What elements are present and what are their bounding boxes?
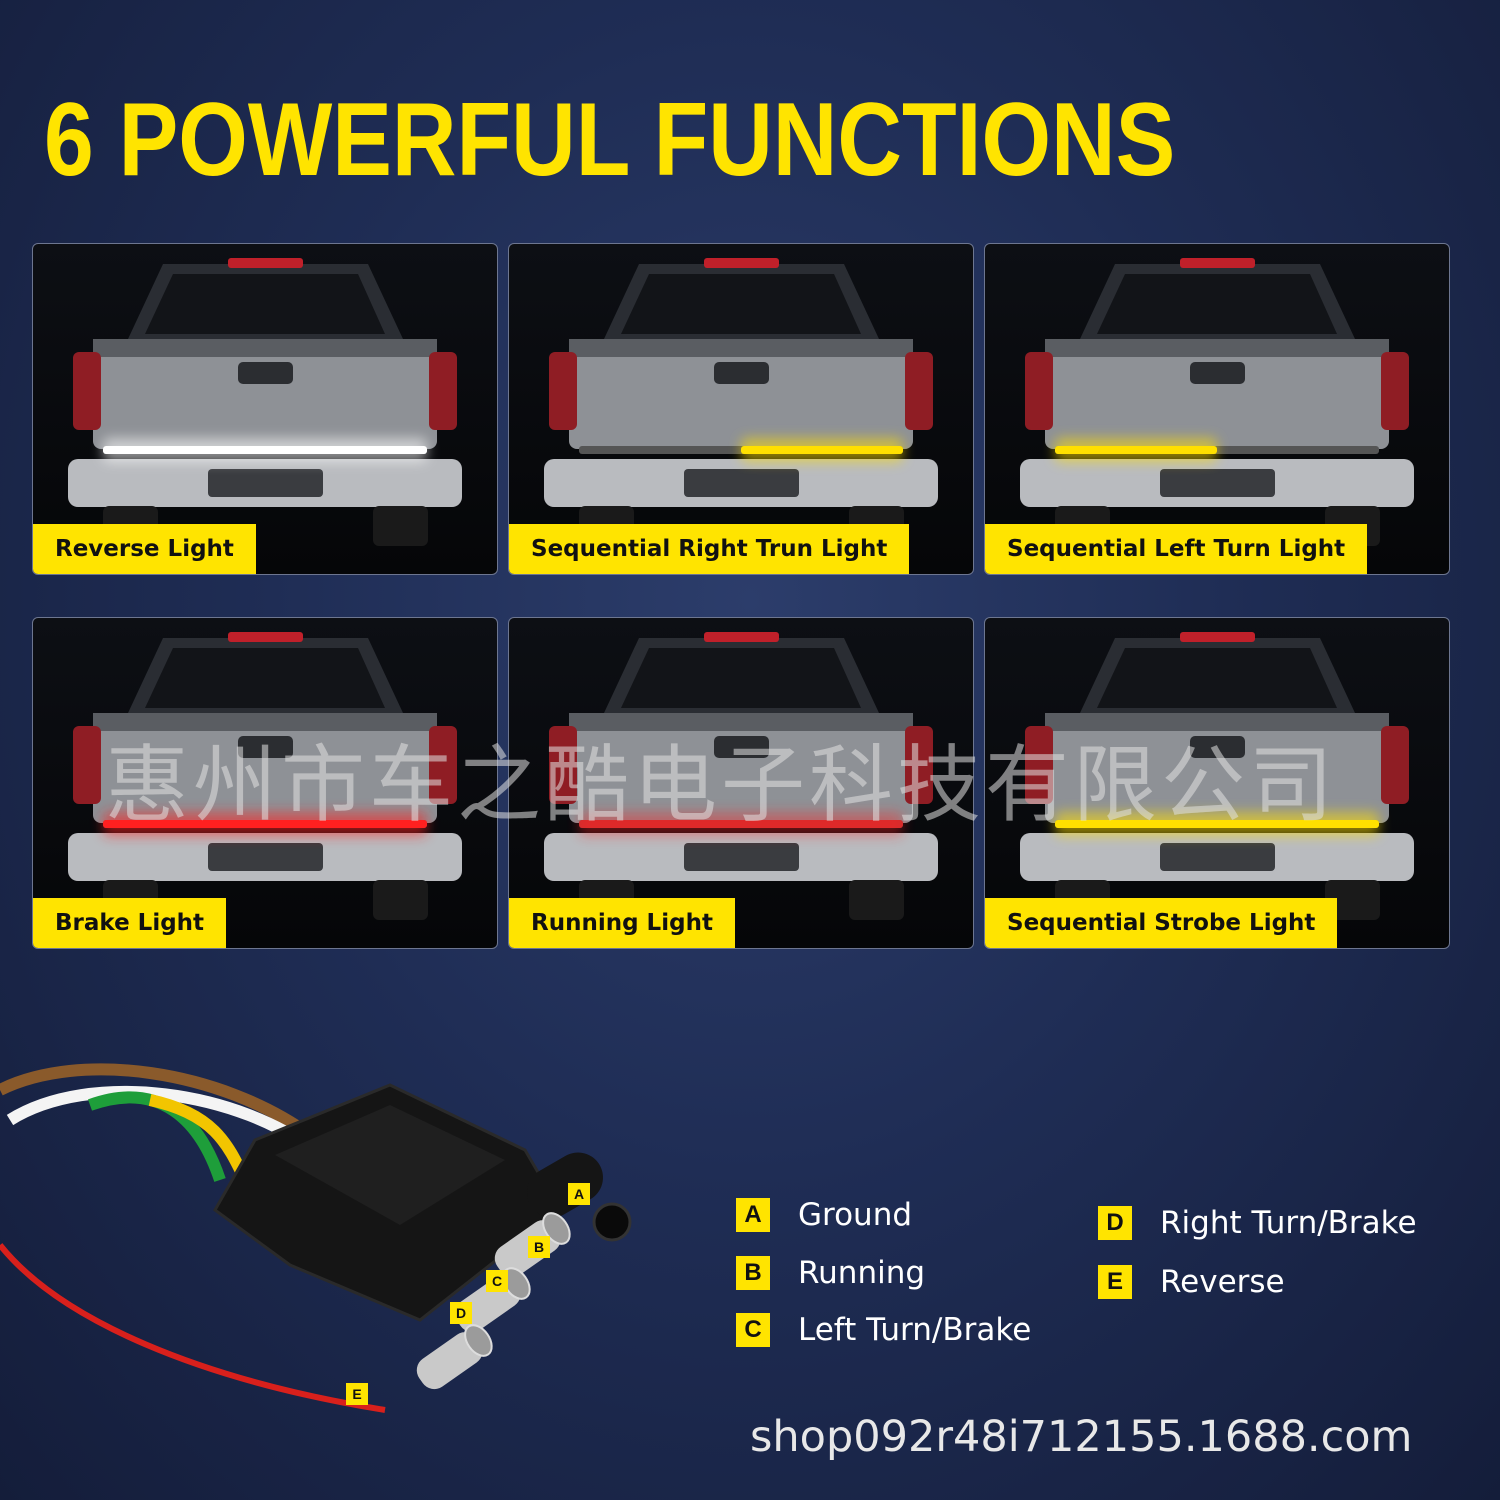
function-label: Running Light: [509, 898, 735, 948]
truck-illustration: [544, 632, 938, 920]
function-panel-sequential-right: Sequential Right Trun Light: [508, 243, 974, 575]
wire-brown: [0, 1063, 314, 1140]
function-panel-sequential-left: Sequential Left Turn Light: [984, 243, 1450, 575]
tail-light-left: [1025, 726, 1053, 804]
led-bar-lit: [1055, 820, 1379, 828]
legend-item-a: A Ground: [736, 1197, 912, 1233]
tail-light-right: [905, 352, 933, 430]
rear-window: [1097, 648, 1337, 708]
third-brake-light: [228, 258, 303, 268]
wire-green: [87, 1091, 226, 1182]
tail-light-left: [549, 352, 577, 430]
rear-window: [621, 648, 861, 708]
function-label: Sequential Left Turn Light: [985, 524, 1368, 574]
pin-tag-e: E: [346, 1383, 368, 1405]
legend-text: Ground: [798, 1197, 913, 1233]
truck-illustration: [68, 632, 462, 920]
rear-window: [145, 648, 385, 708]
legend-text: Reverse: [1160, 1264, 1285, 1300]
tailgate: [1045, 339, 1389, 449]
function-panel-running: Running Light: [508, 617, 974, 949]
third-brake-light: [1180, 258, 1255, 268]
tailgate-handle: [714, 362, 769, 384]
truck-illustration: [68, 258, 462, 546]
truck-illustration: [544, 258, 938, 546]
license-plate-recess: [1160, 469, 1275, 497]
tailgate-handle: [714, 736, 769, 758]
connector-illustration: [0, 1063, 632, 1413]
tailgate: [93, 713, 437, 823]
tail-light-right: [1381, 352, 1409, 430]
rear-window: [1097, 274, 1337, 334]
legend-letter: C: [736, 1313, 770, 1347]
tail-light-left: [73, 352, 101, 430]
tail-light-left: [1025, 352, 1053, 430]
tire-right: [1325, 880, 1380, 920]
third-brake-light: [228, 632, 303, 642]
led-bar-lit: [741, 446, 903, 454]
rear-window: [145, 274, 385, 334]
led-bar-lit: [103, 820, 427, 828]
page-title: 6 POWERFUL FUNCTIONS: [44, 82, 1176, 198]
tailgate: [569, 713, 913, 823]
wire-red: [0, 1243, 386, 1413]
led-bar-lit: [1055, 446, 1217, 454]
legend-text: Left Turn/Brake: [798, 1312, 1032, 1348]
legend-letter: D: [1098, 1206, 1132, 1240]
license-plate-recess: [1160, 843, 1275, 871]
tail-light-left: [549, 726, 577, 804]
third-brake-light: [704, 632, 779, 642]
tailgate: [93, 339, 437, 449]
function-label: Reverse Light: [33, 524, 256, 574]
tailgate-handle: [1190, 736, 1245, 758]
pin-d: [416, 1324, 493, 1390]
pin-tag-b: B: [528, 1236, 550, 1258]
truck-illustration: [1020, 258, 1414, 546]
tailgate: [569, 339, 913, 449]
function-panel-strobe: Sequential Strobe Light: [984, 617, 1450, 949]
legend-text: Running: [798, 1255, 926, 1291]
license-plate-recess: [208, 469, 323, 497]
function-label: Sequential Right Trun Light: [509, 524, 910, 574]
pin-tag-c: C: [486, 1270, 508, 1292]
tire-right: [373, 880, 428, 920]
tailgate: [1045, 713, 1389, 823]
function-panel-brake: Brake Light: [32, 617, 498, 949]
tire-right: [373, 506, 428, 546]
function-label: Sequential Strobe Light: [985, 898, 1338, 948]
tail-light-right: [429, 352, 457, 430]
tail-light-right: [429, 726, 457, 804]
rear-window: [621, 274, 861, 334]
legend-letter: B: [736, 1256, 770, 1290]
license-plate-recess: [208, 843, 323, 871]
legend-text: Right Turn/Brake: [1160, 1205, 1417, 1241]
shop-url: shop092r48i712155.1688.com: [750, 1412, 1413, 1462]
legend-item-b: B Running: [736, 1255, 925, 1291]
pin-tag-a: A: [568, 1183, 590, 1205]
led-bar-lit: [103, 446, 427, 454]
pin-tag-d: D: [450, 1302, 472, 1324]
led-bar-lit: [579, 820, 903, 828]
function-panel-reverse: Reverse Light: [32, 243, 498, 575]
third-brake-light: [1180, 632, 1255, 642]
legend-letter: E: [1098, 1265, 1132, 1299]
tire-right: [849, 880, 904, 920]
legend-item-d: D Right Turn/Brake: [1098, 1205, 1417, 1241]
license-plate-recess: [684, 843, 799, 871]
legend-item-e: E Reverse: [1098, 1264, 1285, 1300]
tail-light-right: [1381, 726, 1409, 804]
third-brake-light: [704, 258, 779, 268]
tailgate-handle: [238, 362, 293, 384]
tail-light-left: [73, 726, 101, 804]
tail-light-right: [905, 726, 933, 804]
function-label: Brake Light: [33, 898, 227, 948]
tailgate-handle: [238, 736, 293, 758]
tailgate-handle: [1190, 362, 1245, 384]
legend-letter: A: [736, 1198, 770, 1232]
legend-item-c: C Left Turn/Brake: [736, 1312, 1031, 1348]
truck-illustration: [1020, 632, 1414, 920]
pin-b: [494, 1212, 571, 1278]
license-plate-recess: [684, 469, 799, 497]
